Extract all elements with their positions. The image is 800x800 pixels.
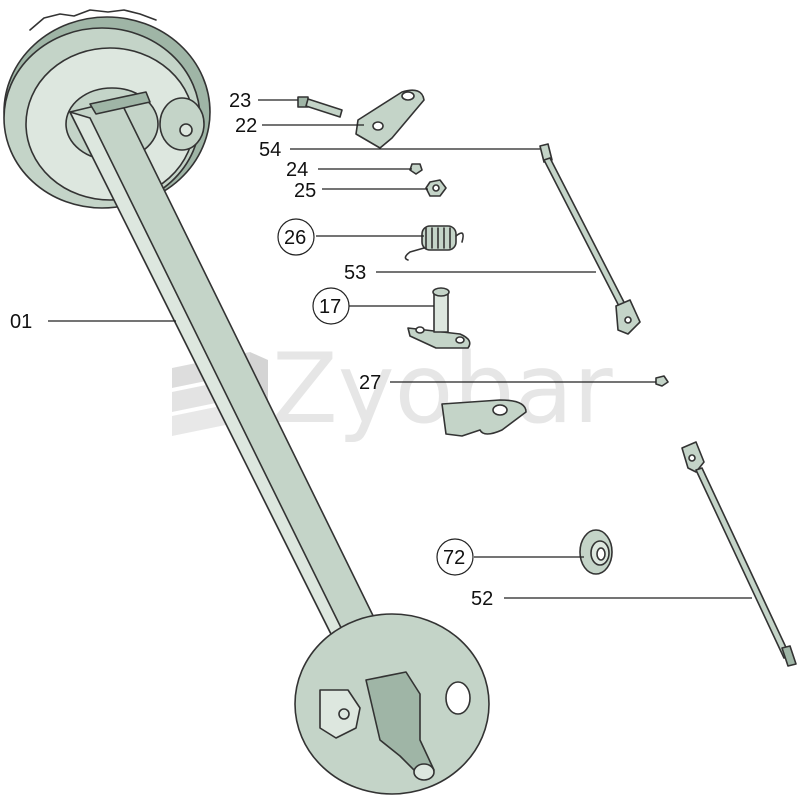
watermark-text: Zyobar bbox=[272, 333, 613, 445]
callout-53: 53 bbox=[344, 262, 366, 284]
lock-nut bbox=[655, 375, 669, 387]
hex-nut bbox=[425, 179, 447, 197]
bolt bbox=[297, 96, 343, 118]
callout-24: 24 bbox=[286, 159, 308, 181]
hub-plate bbox=[294, 613, 490, 795]
callout-72: 72 bbox=[443, 547, 465, 569]
callout-22: 22 bbox=[235, 115, 257, 137]
callout-labels: 01 23 22 54 24 25 26 53 17 27 72 52 bbox=[10, 90, 493, 610]
callout-26: 26 bbox=[284, 227, 306, 249]
circle-26 bbox=[277, 218, 315, 256]
callout-25: 25 bbox=[294, 180, 316, 202]
callout-27: 27 bbox=[359, 372, 381, 394]
callout-circles bbox=[277, 218, 474, 576]
tension-spring bbox=[404, 225, 464, 261]
callout-17: 17 bbox=[319, 296, 341, 318]
callout-52: 52 bbox=[471, 588, 493, 610]
watermark: Zyobar bbox=[172, 333, 613, 445]
brake-rod-lower bbox=[681, 441, 797, 667]
axle-assembly bbox=[3, 9, 490, 795]
callout-23: 23 bbox=[229, 90, 251, 112]
lever-cam bbox=[441, 399, 527, 437]
circle-72 bbox=[436, 538, 474, 576]
lever-bracket bbox=[355, 89, 425, 149]
bushing bbox=[579, 529, 613, 575]
circle-17 bbox=[312, 287, 350, 325]
callout-01: 01 bbox=[10, 311, 32, 333]
brake-rod-upper bbox=[539, 143, 641, 335]
pivot-pin bbox=[407, 287, 471, 349]
leader-lines bbox=[48, 99, 752, 599]
callout-54: 54 bbox=[259, 139, 281, 161]
